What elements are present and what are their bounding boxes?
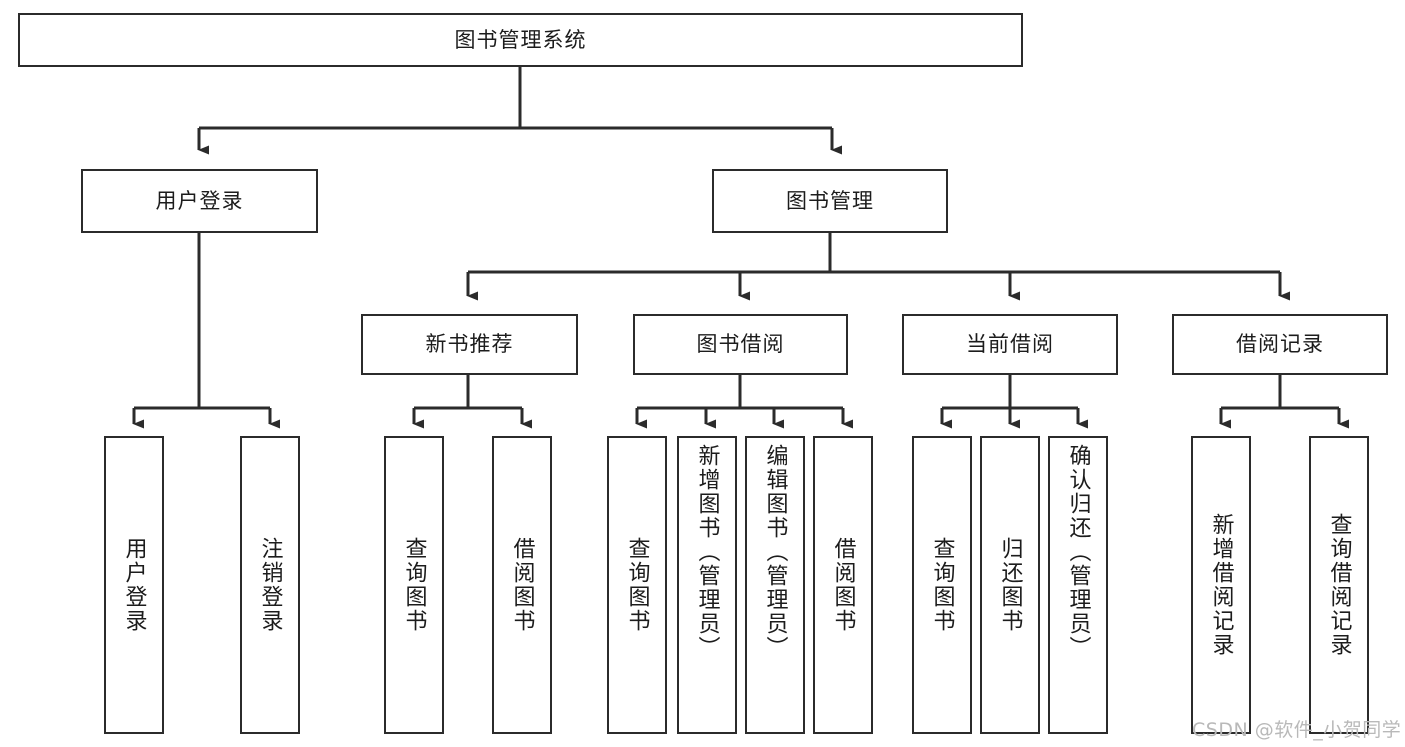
- node-leaf-query-borrow-record-label: 查询借阅记录: [1326, 513, 1352, 657]
- node-leaf-edit-book[interactable]: 编辑图书（管理员）: [745, 436, 805, 734]
- node-leaf-user-login-label: 用户登录: [121, 537, 147, 633]
- node-current-borrow[interactable]: 当前借阅: [902, 314, 1118, 375]
- node-book-management-label: 图书管理: [786, 188, 874, 213]
- node-leaf-confirm-return[interactable]: 确认归还（管理员）: [1048, 436, 1108, 734]
- node-user-login-label: 用户登录: [155, 188, 244, 213]
- node-new-book-recommend-label: 新书推荐: [425, 332, 514, 357]
- node-leaf-confirm-return-label: 确认归还（管理员）: [1065, 444, 1091, 660]
- node-leaf-borrow-book[interactable]: 借阅图书: [813, 436, 873, 734]
- node-current-borrow-label: 当前借阅: [966, 332, 1054, 357]
- node-book-borrow[interactable]: 图书借阅: [633, 314, 848, 375]
- node-leaf-user-logout[interactable]: 注销登录: [240, 436, 300, 734]
- node-leaf-query-book-borrow-label: 查询图书: [624, 537, 650, 633]
- node-leaf-borrow-book-label: 借阅图书: [830, 537, 856, 633]
- node-book-management[interactable]: 图书管理: [712, 169, 948, 233]
- node-user-login[interactable]: 用户登录: [81, 169, 318, 233]
- node-leaf-add-book[interactable]: 新增图书（管理员）: [677, 436, 737, 734]
- node-leaf-query-book-current-label: 查询图书: [929, 537, 955, 633]
- node-root[interactable]: 图书管理系统: [18, 13, 1023, 67]
- node-leaf-return-book-label: 归还图书: [997, 537, 1023, 633]
- node-leaf-return-book[interactable]: 归还图书: [980, 436, 1040, 734]
- csdn-watermark: CSDN @软件_小贺同学: [1192, 719, 1402, 741]
- node-borrow-records[interactable]: 借阅记录: [1172, 314, 1388, 375]
- node-leaf-query-borrow-record[interactable]: 查询借阅记录: [1309, 436, 1369, 734]
- node-leaf-query-book-recommend[interactable]: 查询图书: [384, 436, 444, 734]
- node-book-borrow-label: 图书借阅: [696, 332, 785, 357]
- node-leaf-user-logout-label: 注销登录: [257, 537, 283, 633]
- node-leaf-query-book-recommend-label: 查询图书: [401, 537, 427, 633]
- node-leaf-borrow-book-recommend-label: 借阅图书: [509, 537, 535, 633]
- node-leaf-query-book-borrow[interactable]: 查询图书: [607, 436, 667, 734]
- node-leaf-add-borrow-record[interactable]: 新增借阅记录: [1191, 436, 1251, 734]
- node-leaf-edit-book-label: 编辑图书（管理员）: [762, 444, 788, 660]
- node-root-label: 图书管理系统: [454, 27, 587, 52]
- node-leaf-borrow-book-recommend[interactable]: 借阅图书: [492, 436, 552, 734]
- node-leaf-user-login[interactable]: 用户登录: [104, 436, 164, 734]
- node-leaf-query-book-current[interactable]: 查询图书: [912, 436, 972, 734]
- node-leaf-add-borrow-record-label: 新增借阅记录: [1208, 513, 1234, 657]
- node-leaf-add-book-label: 新增图书（管理员）: [694, 444, 720, 660]
- node-borrow-records-label: 借阅记录: [1236, 332, 1324, 357]
- node-new-book-recommend[interactable]: 新书推荐: [361, 314, 578, 375]
